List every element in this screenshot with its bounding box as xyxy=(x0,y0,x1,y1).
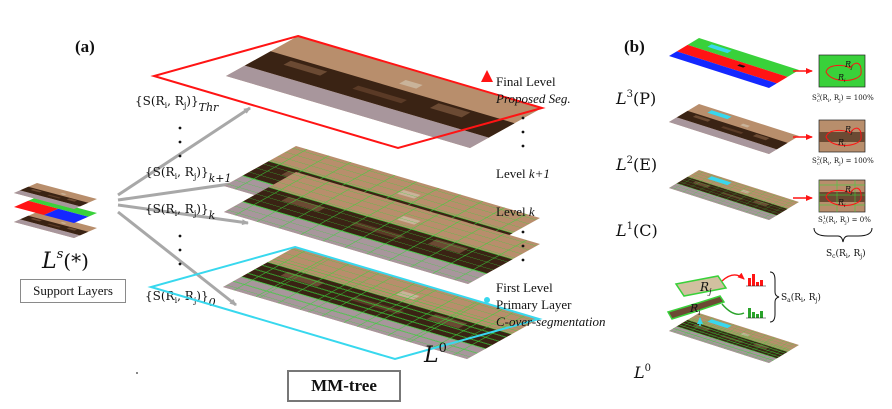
l0-symbol-b: L0 xyxy=(633,363,651,382)
level-first-sublabel: Primary Layer xyxy=(496,297,572,312)
mm-tree-box: MM-tree xyxy=(287,370,401,402)
zoom-thumb-l2: Rj Ri xyxy=(818,119,866,153)
support-layers-box: Support Layers xyxy=(20,279,126,303)
histogram-red xyxy=(746,274,766,287)
level-final-sublabel: Proposed Seg. xyxy=(495,91,571,106)
panel-b-label: (b) xyxy=(624,37,645,56)
thumb-l1-ri: Ri xyxy=(837,198,846,209)
score-brace xyxy=(813,227,873,243)
support-layers-stack xyxy=(13,183,98,238)
region-ri-shape xyxy=(666,295,726,320)
edge-label-0: {S(Ri, Rj)}0 xyxy=(145,289,216,309)
layer-l0-primary xyxy=(147,245,543,361)
level-dots-bottom xyxy=(521,230,525,262)
stray-dot xyxy=(136,372,138,374)
region-ri-label: Ri xyxy=(689,302,701,317)
level-final-label: Final Level xyxy=(496,74,556,89)
edge-ellipsis-dots xyxy=(178,126,182,266)
appearance-label: Sa(Ri, Rj) xyxy=(781,292,821,304)
edge-arrows xyxy=(117,106,259,307)
l1-symbol: L1(C) xyxy=(615,221,658,240)
hierarchy-arrow-head xyxy=(481,70,493,82)
thumb-l2-rj: Rj xyxy=(844,125,853,136)
hierarchy-arrow-tail xyxy=(484,297,490,303)
appearance-brace xyxy=(769,271,780,323)
edge-label-k1: {S(Ri, Rj)}k+1 xyxy=(145,165,232,185)
edge-label-k: {S(Ri, Rj)}k xyxy=(145,202,216,222)
level-k1-label: Level k+1 xyxy=(496,166,550,181)
edge-arrow-thr xyxy=(117,106,251,197)
l3-symbol: L3(P) xyxy=(615,89,656,108)
level-k-label: Level k xyxy=(496,204,535,219)
region-rj-shape xyxy=(674,275,728,297)
brace-label: Sc(Ri, Rj) xyxy=(826,248,866,260)
level-first-method: C-over-segmentation xyxy=(496,314,606,329)
edge-label-thr: {S(Ri, Rj)}Thr xyxy=(135,94,219,114)
zoom-thumb-l3: Rj Ri xyxy=(818,54,866,88)
appearance-arrow-red xyxy=(721,272,745,282)
panel-a-label: (a) xyxy=(75,37,95,56)
level-first-label: First Level xyxy=(496,280,553,295)
layer-final-proposed xyxy=(150,34,546,150)
l0-symbol-a: L0 xyxy=(423,341,447,368)
edge-arrow-0 xyxy=(117,210,237,307)
level-dots-top xyxy=(521,116,525,148)
thumb-l2-ri: Ri xyxy=(837,138,846,149)
layer-l1-photo xyxy=(669,170,799,220)
edge-arrow-k xyxy=(117,203,249,226)
appearance-arrow-green xyxy=(721,303,745,316)
thumb-l3-rj: Rj xyxy=(844,60,853,71)
layer-l2-photo xyxy=(669,104,799,154)
zoom-arrows xyxy=(793,68,813,201)
support-layer-semantic xyxy=(13,197,98,224)
support-layer-symbol: Ls(*) xyxy=(41,247,89,274)
layer-l0-b xyxy=(669,313,799,363)
thumb-l1-rj: Rj xyxy=(844,185,853,196)
zoom-thumb-l1: Rj Ri xyxy=(818,179,866,213)
layer-l3-semantic xyxy=(668,38,799,88)
l2-symbol: L2(E) xyxy=(615,155,657,174)
region-rj-label: Rj xyxy=(699,280,712,296)
region-pair: Rj Ri xyxy=(666,275,728,320)
histogram-green xyxy=(746,308,766,319)
thumb-l3-ri: Ri xyxy=(837,73,846,84)
